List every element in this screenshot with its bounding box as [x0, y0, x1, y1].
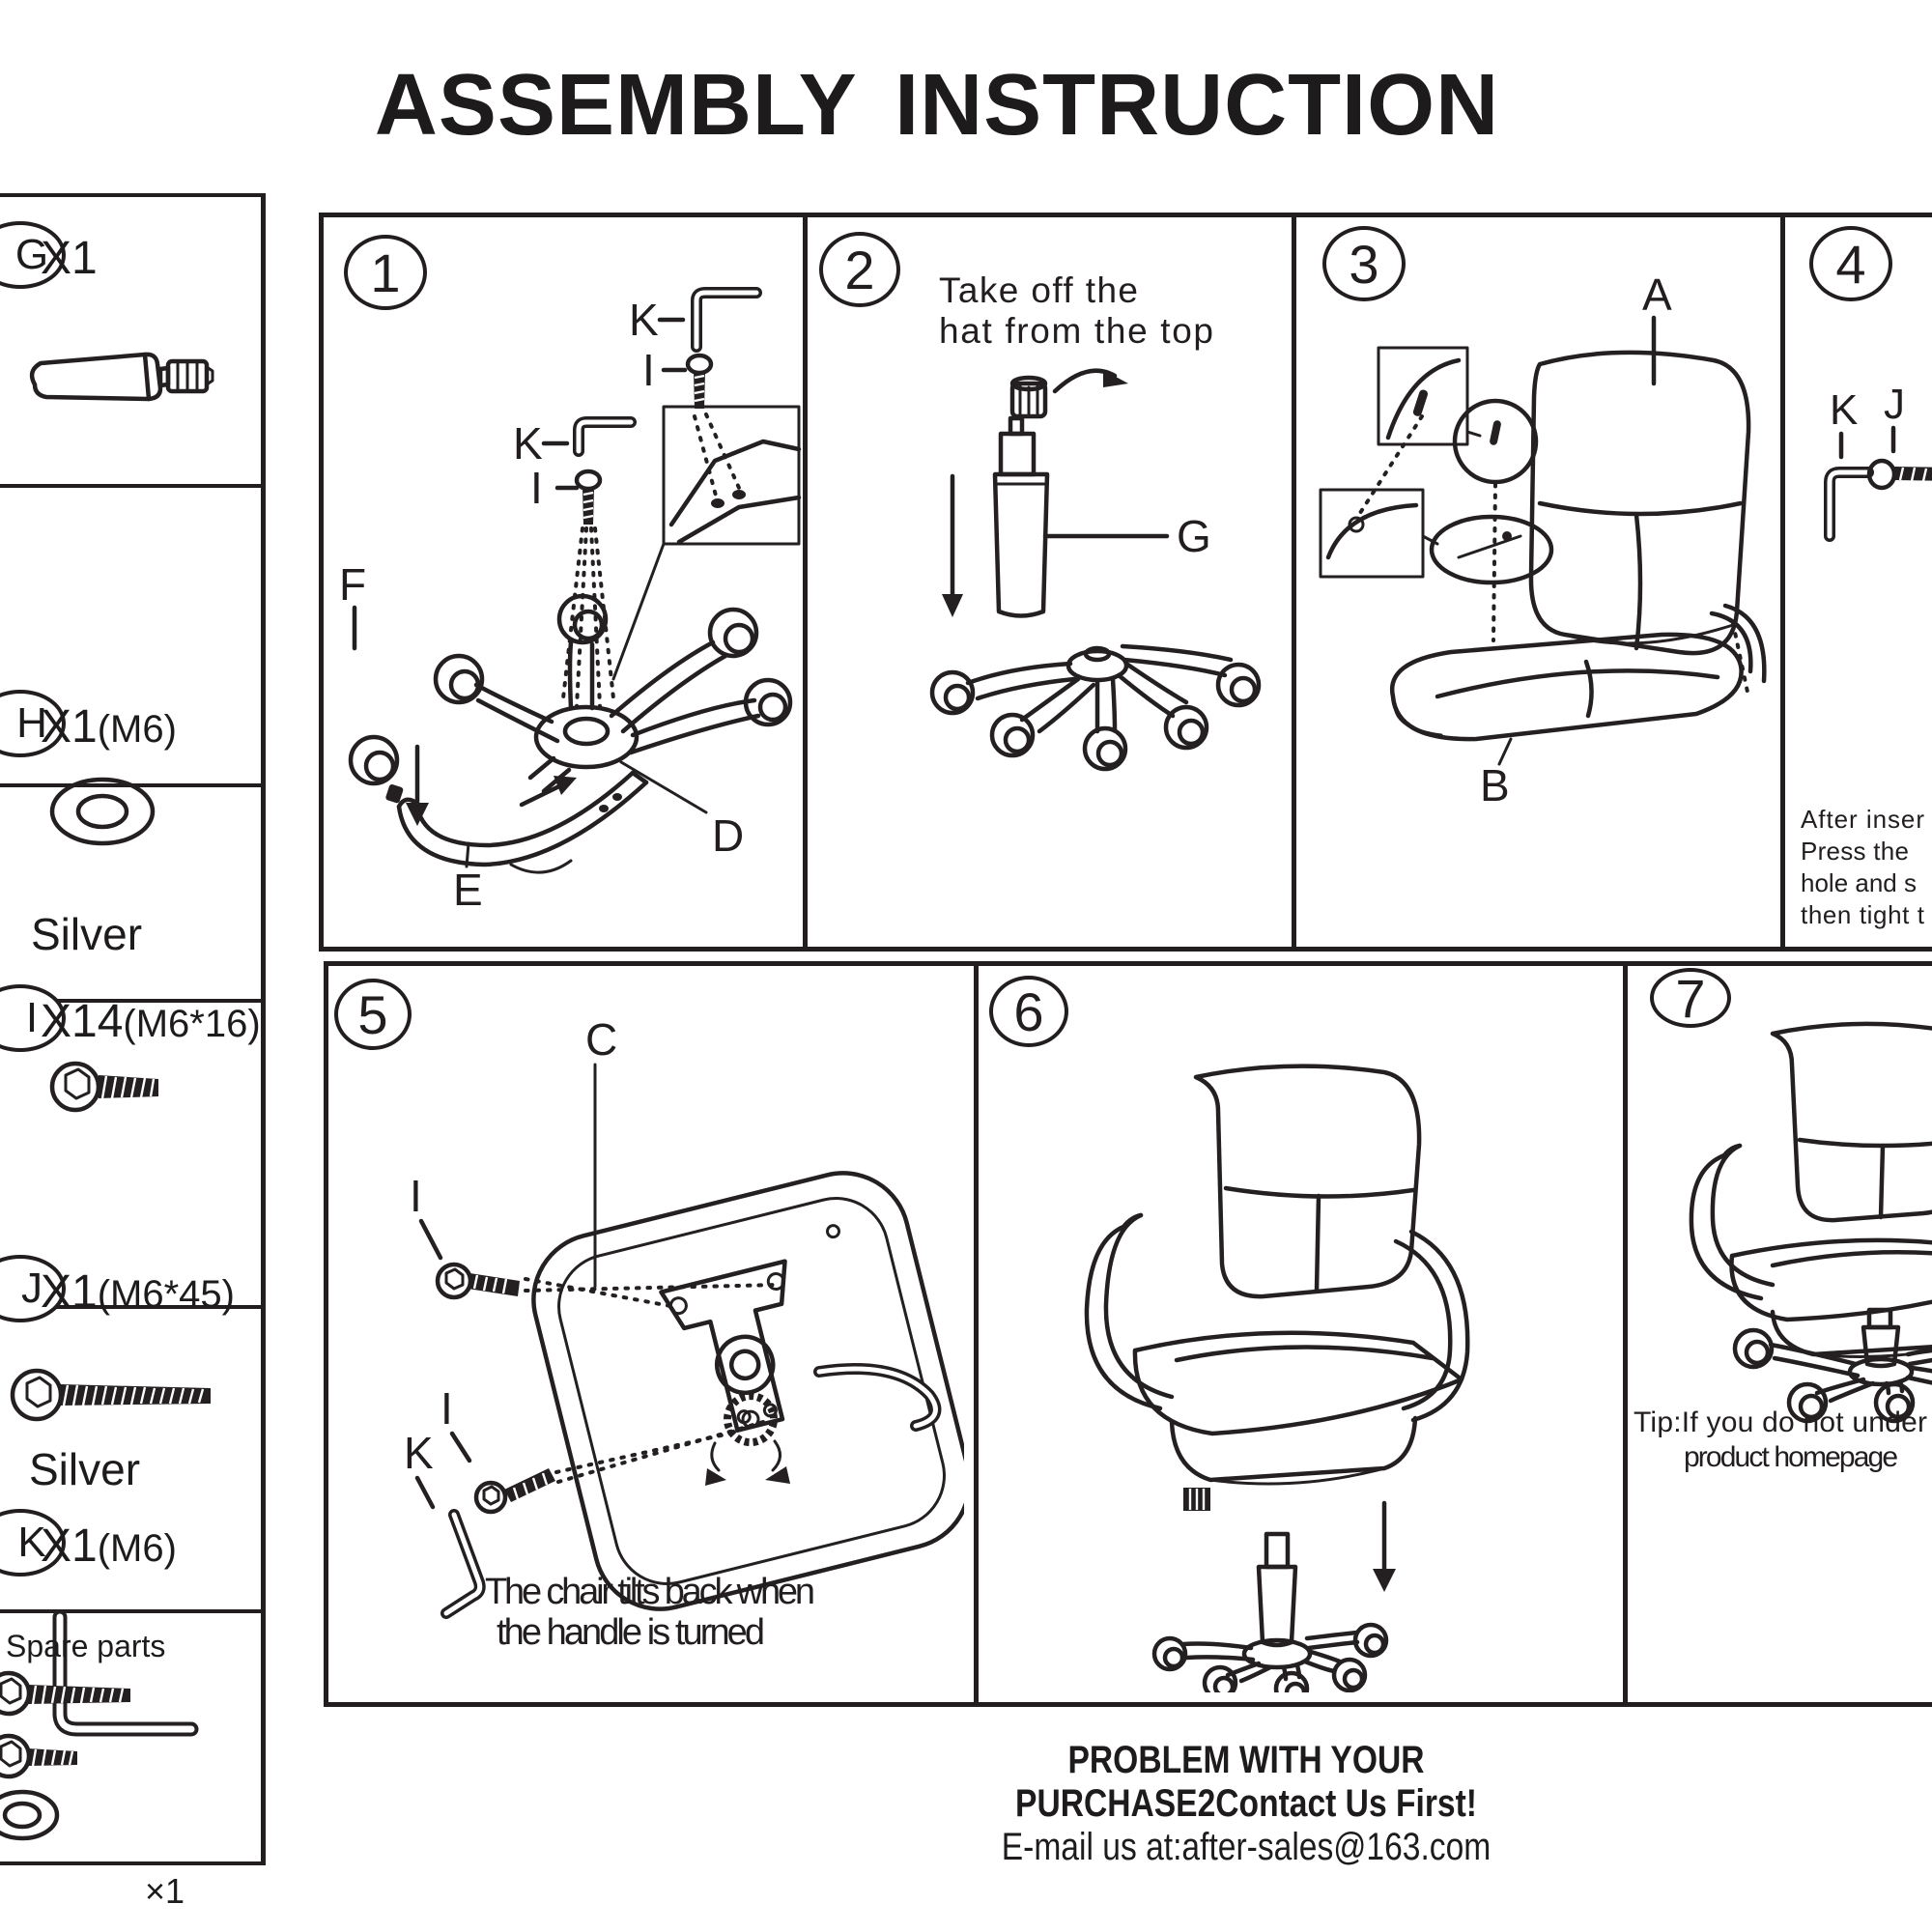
part-qty-row: X1 [41, 232, 98, 285]
step-2-drawing: Take off the hat from the top G [929, 270, 1262, 772]
step-number-text: 3 [1349, 233, 1379, 295]
part-qty: X1 [41, 1266, 98, 1318]
step-5-caption-line1: The chair tilts back when [485, 1572, 815, 1612]
step-4-number: 4 [1809, 226, 1892, 301]
part-letter: J [21, 1264, 43, 1312]
step-6-panel [974, 961, 1637, 1707]
label-i-upper: I [410, 1171, 422, 1221]
divider [0, 484, 261, 488]
divider [0, 1305, 261, 1309]
part-spec: (M6) [97, 708, 177, 751]
step-3-number: 3 [1322, 226, 1406, 301]
label-k: K [404, 1428, 434, 1478]
part-spec: (M6*45) [97, 1273, 235, 1316]
screw-short-icon [49, 1061, 158, 1113]
footer-email: E-mail us at:after-sales@163.com [1001, 1825, 1492, 1868]
part-qty-row: X14(M6*16) [41, 995, 261, 1048]
part-qty-row: X1(M6) [41, 700, 177, 753]
part-spec: (M6*16) [123, 1003, 261, 1045]
step-7-number: 7 [1650, 967, 1731, 1029]
step-7-tip-line1: Tip:If you do not under [1634, 1406, 1927, 1438]
step-2-panel: Take off the hat from the top G [803, 213, 1296, 952]
step-1-drawing: K I K I F E D [339, 287, 802, 915]
spare-washer-icon [0, 1789, 60, 1841]
footer-line2: PURCHASE2Contact Us First! [1015, 1781, 1477, 1825]
label-d: D [712, 810, 744, 861]
step-4-note-line3: hole and s [1801, 868, 1917, 897]
part-letter: G [14, 231, 49, 278]
step-7-panel: Tip:If you do not under product homepage [1623, 961, 1932, 1707]
step-3-panel: A [1292, 213, 1785, 952]
part-qty: X1 [41, 1520, 98, 1572]
label-i-top: I [642, 345, 655, 395]
spare-parts-title: Spare parts [6, 1629, 166, 1663]
step-1-panel: K I K I F E D [319, 213, 808, 952]
label-e: E [453, 865, 483, 915]
step-7-drawing: Tip:If you do not under product homepage [1634, 1021, 1932, 1473]
part-spec: (M6) [97, 1527, 177, 1570]
label-f: F [339, 559, 366, 610]
step-4-panel: K J After inser Press the hole and s the… [1780, 213, 1932, 952]
label-b: B [1480, 760, 1510, 810]
part-letter-badge: I [0, 984, 66, 1052]
divider [0, 999, 261, 1003]
label-k: K [1830, 386, 1858, 434]
step-7-tip-line2: product homepage [1684, 1441, 1898, 1473]
label-a: A [1642, 270, 1672, 320]
step-5-drawing: C [404, 1014, 964, 1653]
part-qty-row: X1(M6) [41, 1520, 177, 1573]
part-letter: I [25, 994, 39, 1041]
step-5-number: 5 [334, 979, 412, 1050]
label-k-mid: K [513, 418, 543, 469]
spare-screw-long-icon [0, 1670, 130, 1717]
step-6-number: 6 [989, 976, 1068, 1047]
step-5-panel: C [324, 961, 979, 1707]
spare-qty: ×1 [145, 1871, 185, 1911]
step-4-note-line4: then tight t [1801, 900, 1925, 929]
step-2-text-line1: Take off the [939, 270, 1138, 310]
spare-screw-short-icon [0, 1733, 77, 1779]
step-number-text: 5 [357, 983, 388, 1045]
part-letter: H [16, 699, 47, 747]
step-4-drawing: K J After inser Press the hole and s the… [1801, 381, 1932, 929]
part-note: Silver [31, 909, 143, 959]
part-qty-row: X1(M6*45) [41, 1265, 235, 1319]
divider [0, 1609, 261, 1613]
step-2-text-line2: hat from the top [939, 311, 1213, 351]
hex-key-icon [52, 1609, 199, 1737]
step-number-text: 4 [1835, 233, 1866, 295]
parts-sidebar: G X1 H X1(M6) Silver I X14(M6*16) [0, 193, 266, 1911]
label-i-mid: I [530, 463, 543, 513]
gas-lift-icon [29, 352, 214, 402]
part-note: Silver [29, 1444, 141, 1494]
step-number-text: 6 [1013, 980, 1044, 1042]
part-letter: K [17, 1519, 46, 1566]
label-g: G [1177, 511, 1211, 561]
contact-footer: PROBLEM WITH YOUR PURCHASE2Contact Us Fi… [897, 1739, 1595, 1868]
step-5-caption-line2: the handle is turned [497, 1612, 765, 1653]
step-1-number: 1 [344, 235, 427, 310]
label-c: C [585, 1014, 617, 1065]
label-j: J [1884, 381, 1905, 428]
step-number-text: 1 [370, 242, 401, 303]
part-qty: X1 [41, 233, 98, 284]
step-4-note-line2: Press the [1801, 837, 1909, 866]
part-qty: X14 [41, 996, 124, 1047]
step-number-text: 2 [844, 239, 875, 300]
step-3-drawing: A [1319, 270, 1767, 810]
screw-long-icon [10, 1368, 211, 1422]
washer-icon [49, 777, 156, 846]
part-qty: X1 [41, 701, 98, 753]
step-number-text: 7 [1675, 967, 1706, 1029]
step-4-note-line1: After inser [1801, 805, 1924, 834]
step-2-number: 2 [819, 232, 900, 307]
label-k-top: K [629, 295, 659, 345]
page-title: ASSEMBLY INSTRUCTION [374, 57, 1500, 154]
footer-line1: PROBLEM WITH YOUR [1067, 1739, 1425, 1781]
label-i-lower: I [440, 1383, 453, 1434]
step-6-drawing [1084, 1064, 1470, 1692]
